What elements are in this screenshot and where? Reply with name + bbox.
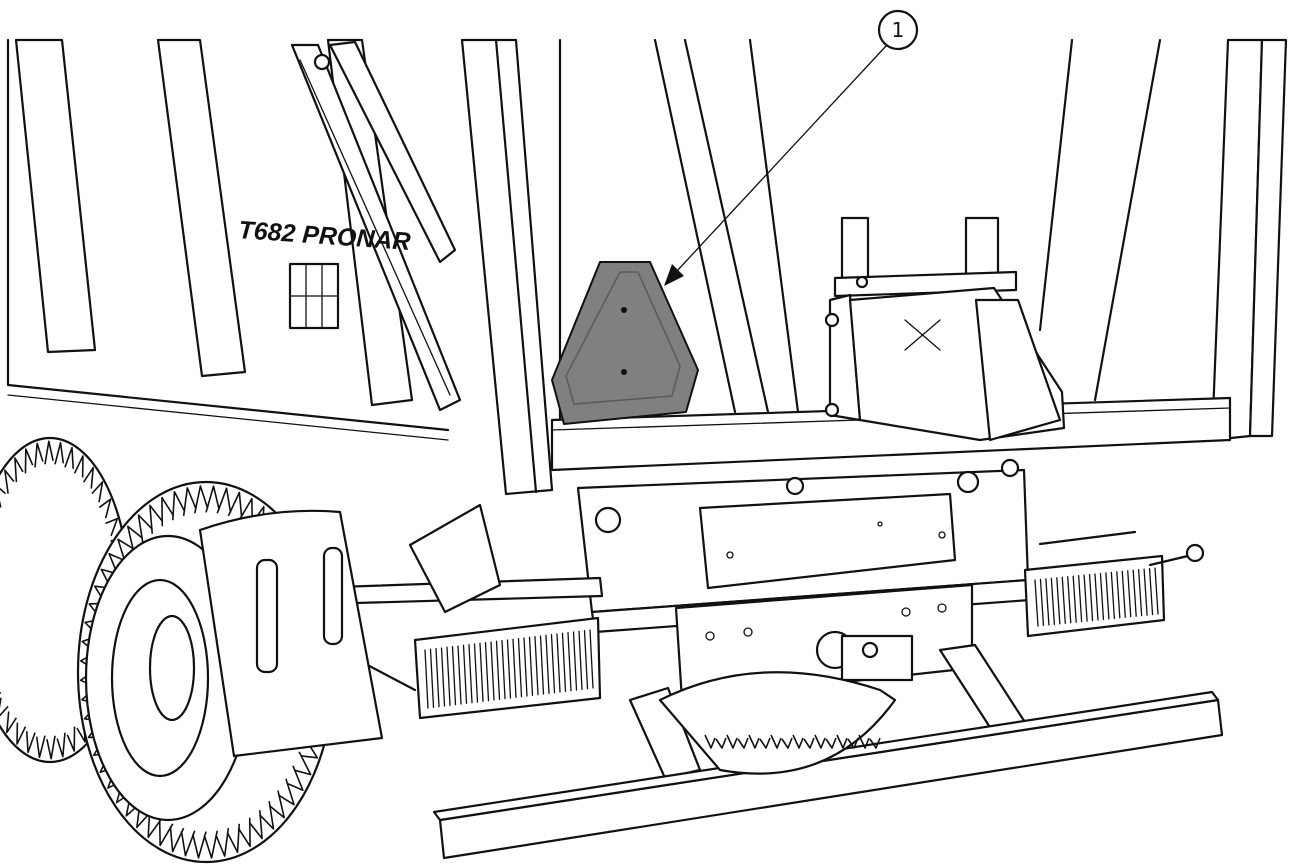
pronar-logo [288, 262, 340, 330]
trailer-body-side: T682 PRONAR [6, 38, 462, 441]
callout-1: 1 [664, 9, 919, 286]
warning-triangle [551, 261, 699, 425]
upper-hitch-bracket [824, 216, 1066, 442]
mud-flap [198, 509, 384, 758]
callout-circle [877, 9, 919, 51]
rear-lamp-left [413, 616, 602, 720]
side-ribs [14, 38, 414, 407]
hydraulic-stays [290, 40, 462, 412]
lower-hitch [674, 583, 974, 702]
mudguard-wheel [658, 671, 897, 775]
callout-number: 1 [892, 18, 905, 42]
rear-lamp-right [1023, 530, 1205, 638]
rear-wheel-front [76, 480, 336, 864]
tailgate-frame [460, 38, 1288, 496]
